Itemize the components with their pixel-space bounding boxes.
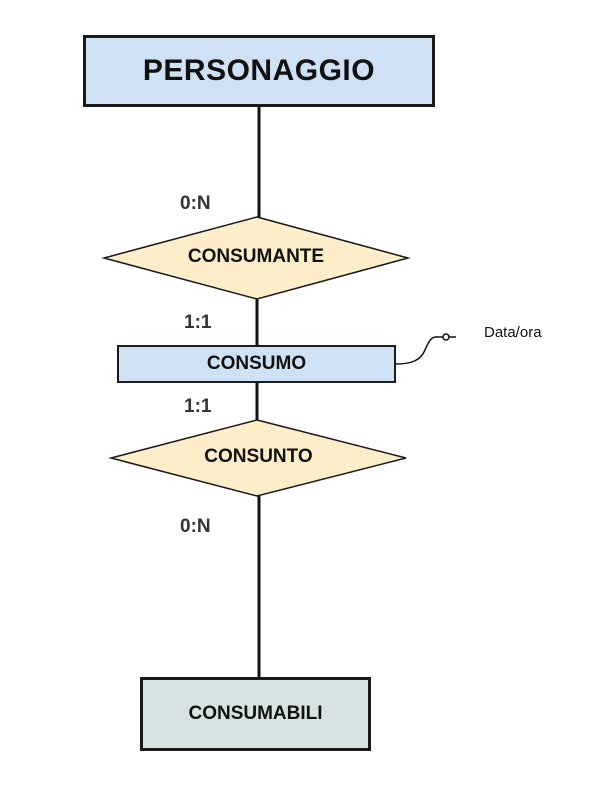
relationship-consumante-label: CONSUMANTE	[187, 246, 325, 267]
entity-personaggio-label: PERSONAGGIO	[142, 54, 376, 87]
entity-consumabili: CONSUMABILI	[140, 677, 371, 751]
relationship-consumante-diamond	[101, 216, 411, 300]
relationship-consunto-diamond	[108, 419, 407, 497]
cardinality-consumo-consumante: 1:1	[184, 312, 212, 333]
attribute-link	[395, 336, 446, 365]
entity-consumo-label: CONSUMO	[206, 353, 307, 374]
entity-consumo: CONSUMO	[117, 345, 396, 383]
relationship-consunto-label: CONSUNTO	[204, 446, 313, 467]
entity-consumabili-label: CONSUMABILI	[188, 703, 323, 724]
attribute-dot-icon	[442, 333, 450, 341]
cardinality-consumabili-consunto: 0:N	[180, 516, 211, 537]
entity-personaggio: PERSONAGGIO	[83, 35, 435, 107]
cardinality-personaggio-consumante: 0:N	[180, 193, 211, 214]
cardinality-consumo-consunto: 1:1	[184, 396, 212, 417]
attribute-data-ora: Data/ora	[484, 324, 542, 341]
